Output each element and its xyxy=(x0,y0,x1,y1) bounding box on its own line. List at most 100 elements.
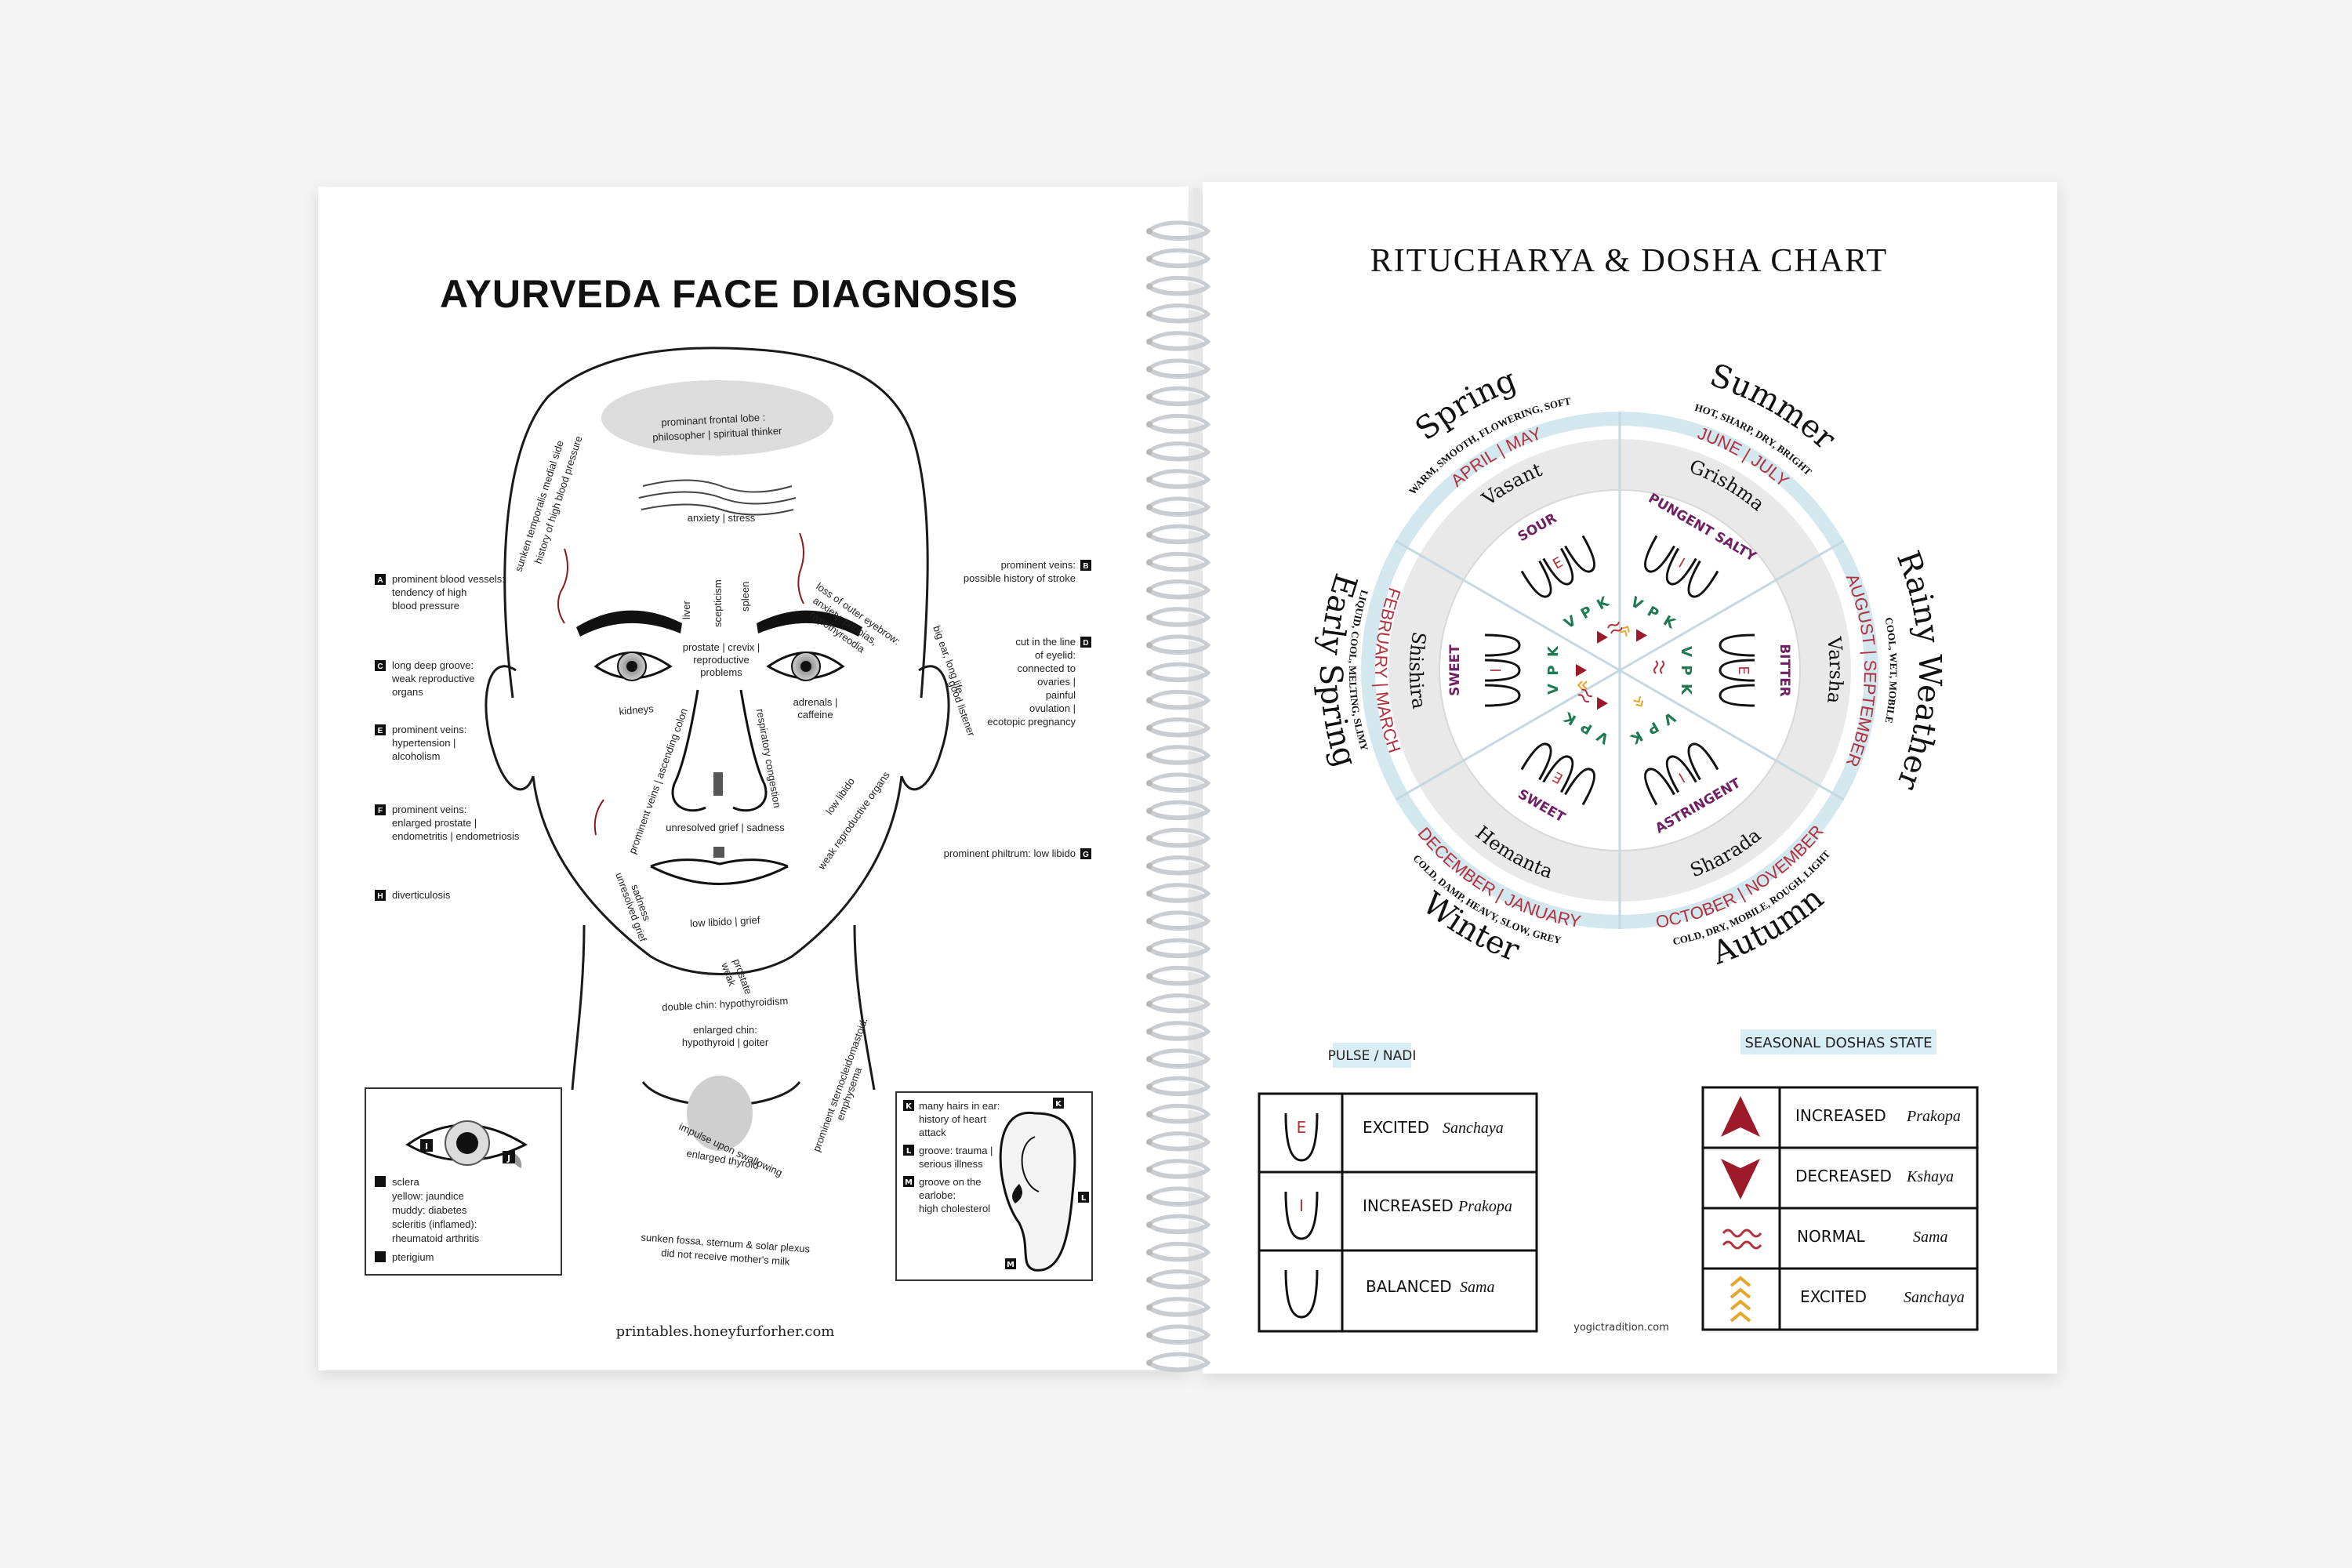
note-line: diverticulosis xyxy=(392,889,451,901)
note-letter: D xyxy=(1083,639,1088,648)
note-letter: B xyxy=(1083,562,1088,571)
spiral-ring xyxy=(1146,607,1211,627)
spiral-ring xyxy=(1146,910,1211,931)
vpk-group: VPK xyxy=(1678,646,1694,695)
note-line: cut in the line xyxy=(1015,636,1076,648)
eye-note-i-3: scleritis (inflamed): xyxy=(392,1218,477,1230)
spiral-ring xyxy=(1146,413,1211,434)
spiral-ring xyxy=(1146,1297,1211,1317)
vpk-letter: V xyxy=(1678,646,1694,657)
spiral-ring xyxy=(1146,800,1211,821)
spiral-ring xyxy=(1146,993,1211,1014)
chevrons-icon xyxy=(1730,1276,1751,1323)
pulse-state-2: BALANCED xyxy=(1366,1277,1452,1296)
spiral-ring xyxy=(1146,248,1211,269)
spiral-ring xyxy=(1146,965,1211,986)
taste-label: BITTER xyxy=(1777,644,1792,697)
note-line: enlarged prostate | xyxy=(392,817,477,829)
spiral-ring xyxy=(1146,1076,1211,1097)
right-eyebrow xyxy=(757,610,862,637)
note-line: prominent philtrum: low libido xyxy=(944,848,1076,859)
note-line: weak reproductive xyxy=(391,673,475,684)
note-line: of eyelid: xyxy=(1035,649,1076,661)
label-unresolved: unresolved grief | sadness xyxy=(666,822,785,833)
ear-note-k-0: many hairs in ear: xyxy=(919,1100,1000,1112)
ear-letter-l: L xyxy=(906,1147,912,1156)
spiral-ring xyxy=(1146,883,1211,903)
eye-note-i-0: sclera xyxy=(392,1176,419,1188)
spiral-ring xyxy=(1146,1269,1211,1290)
pulse-table: E I EXCITED INCREASED BALANCED Sanchaya … xyxy=(1258,1092,1538,1333)
label-prostate-2: reproductive xyxy=(693,654,750,666)
left-eye xyxy=(593,652,673,681)
label-prostate-1: prostate | crevix | xyxy=(683,641,760,653)
spiral-ring xyxy=(1146,717,1211,738)
doshas-state-table: INCREASED DECREASED NORMAL EXCITED Prako… xyxy=(1701,1086,1979,1331)
eye-note-i-1: yellow: jaundice xyxy=(392,1190,464,1202)
pulse-glyph-letter: I xyxy=(1488,668,1504,672)
label-liver: liver xyxy=(681,600,692,619)
note-line: prominent blood vessels: xyxy=(392,573,505,585)
dosha-sanskrit-2: Sama xyxy=(1913,1229,1947,1246)
eye-label-i: I xyxy=(425,1142,428,1152)
ear-letter-m-2: M xyxy=(1007,1261,1014,1269)
dosha-sanskrit-3: Sanchaya xyxy=(1904,1289,1965,1306)
pulse-glyph-letter: E xyxy=(1735,666,1751,674)
spiral-ring xyxy=(1146,524,1211,545)
dosha-state-1: DECREASED xyxy=(1795,1167,1892,1185)
note-letter: G xyxy=(1083,851,1089,859)
spiral-ring xyxy=(1146,938,1211,959)
spiral-ring xyxy=(1146,551,1211,572)
label-adrenals-1: adrenals | xyxy=(793,696,838,708)
note-letter: F xyxy=(378,807,383,815)
left-page-title: AYURVEDA FACE DIAGNOSIS xyxy=(440,272,1018,316)
left-eyebrow xyxy=(576,610,682,637)
note-letter: A xyxy=(377,576,383,585)
vpk-letter: K xyxy=(1545,645,1562,657)
label-enlarged-chin-2: hypothyroid | goiter xyxy=(682,1036,769,1048)
eye-detail-box: I J sclera yellow: jaundice muddy: diabe… xyxy=(365,1087,562,1276)
pulse-state-1: INCREASED xyxy=(1363,1196,1454,1215)
doshas-state-heading: SEASONAL DOSHAS STATE xyxy=(1745,1035,1933,1051)
spiral-ring xyxy=(1146,855,1211,876)
pulse-glyph-group: E xyxy=(1719,633,1755,707)
right-page-footer: yogictradition.com xyxy=(1573,1322,1669,1334)
note-line: endometritis | endometriosis xyxy=(392,830,520,842)
spiral-ring xyxy=(1146,441,1211,462)
frontal-lobe-mark xyxy=(601,380,833,456)
pulse-glyph-group: I xyxy=(1484,633,1521,707)
note-line: long deep groove: xyxy=(392,659,474,671)
dosha-state-3: EXCITED xyxy=(1800,1287,1867,1306)
pulse-heading: PULSE / NADI xyxy=(1328,1048,1417,1064)
ear-note-k-1: history of heart xyxy=(919,1113,986,1125)
note-letter: E xyxy=(378,727,383,735)
spiral-ring xyxy=(1146,772,1211,793)
dosha-state-2: NORMAL xyxy=(1797,1227,1866,1246)
note-line: alcoholism xyxy=(392,750,440,762)
pulse-sanskrit-2: Sama xyxy=(1460,1279,1494,1296)
label-low-libido-2: low libido | grief xyxy=(690,914,760,930)
spiral-binding xyxy=(1146,220,1211,1373)
wave-icon xyxy=(1722,1229,1762,1250)
eye-label-j: J xyxy=(506,1153,510,1163)
spiral-ring xyxy=(1146,745,1211,765)
spiral-ring xyxy=(1146,1021,1211,1041)
ear-letter-m: M xyxy=(905,1178,913,1187)
label-spleen: spleen xyxy=(739,582,751,612)
spiral-ring xyxy=(1146,303,1211,324)
spiral-ring xyxy=(1146,689,1211,710)
pulse-mark-i: I xyxy=(1299,1196,1304,1215)
note-line: prominent veins: xyxy=(392,724,466,735)
note-line: tendency of high xyxy=(392,586,466,598)
label-anxiety: anxiety | stress xyxy=(688,512,756,524)
spiral-ring xyxy=(1146,1214,1211,1235)
spiral-ring xyxy=(1146,1131,1211,1152)
spiral-ring xyxy=(1146,220,1211,241)
spiral-ring xyxy=(1146,386,1211,407)
label-adrenals-2: caffeine xyxy=(797,709,833,720)
dosha-sanskrit-1: Kshaya xyxy=(1906,1168,1954,1185)
eye-note-i-4: rheumatoid arthritis xyxy=(392,1232,480,1244)
label-enlarged-chin-1: enlarged chin: xyxy=(693,1024,757,1036)
dosha-sanskrit-0: Prakopa xyxy=(1906,1108,1961,1125)
